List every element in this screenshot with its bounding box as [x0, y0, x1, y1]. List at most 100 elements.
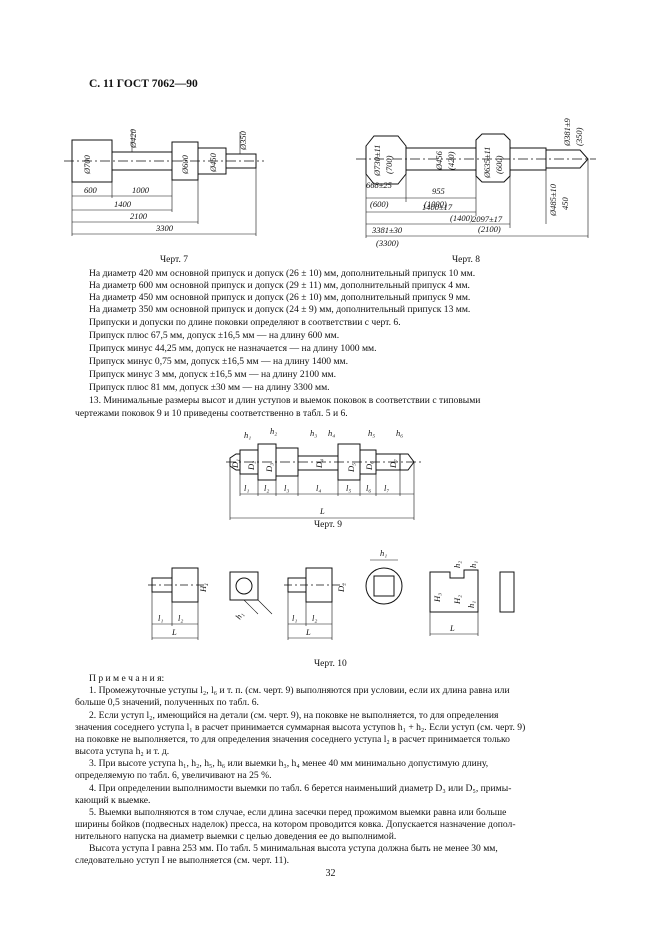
fig9-l5: l₅ [346, 483, 351, 493]
fig10-H2: H₂ [452, 595, 462, 605]
fig9-h4: h₄ [328, 428, 335, 438]
fig10-rh1: h₁ [380, 548, 387, 558]
fig10-bL: L [305, 627, 311, 637]
page-number: 32 [325, 868, 336, 879]
figure-9-drawing: h₁ h₂ h₃ h₄ h₅ h₆ D₁ D₂ D₃ D₄ D₅ D₆ D₇ l… [226, 426, 422, 520]
note-line: нительного напуска на диаметр выемки с ц… [75, 831, 397, 842]
fig7-l3300: 3300 [155, 223, 174, 233]
fig8-d635: Ø635±11 [482, 147, 492, 179]
note-line: 3. При высоте уступа h₁, h₂, h₅, h₆ или … [89, 758, 489, 769]
fig7-caption: Черт. 7 [160, 255, 188, 265]
body-line: На диаметр 420 мм основной припуск и доп… [89, 268, 476, 279]
fig10-rL: L [449, 623, 455, 633]
fig8-d485: Ø485±10 [548, 183, 558, 217]
fig9-l1: l₁ [244, 483, 249, 493]
fig10-h1: h₁ [233, 610, 245, 621]
body-line: Припуск минус 3 мм, допуск ±16,5 мм — на… [89, 369, 336, 380]
body-line: Припуск плюс 67,5 мм, допуск ±16,5 мм — … [89, 330, 340, 341]
fig8-l3381: 3381±30 [371, 225, 403, 235]
fig9-h1: h₁ [244, 430, 251, 440]
note-line: больше 0,5 значений, полученных по табл.… [75, 697, 259, 708]
fig8-l955: 955 [432, 186, 445, 196]
body-line: Припуск плюс 81 мм, допуск ±30 мм — на д… [89, 382, 330, 393]
fig10-rh2: h₂ [452, 561, 462, 568]
fig8-l1400: (1400) [450, 213, 473, 223]
body-line: Припуски и допуски по длине поковки опре… [89, 317, 401, 328]
fig9-D4: D₄ [314, 459, 324, 469]
fig9-l7: l₇ [384, 483, 389, 493]
fig10-l1: l₁ [158, 613, 163, 623]
body-line: чертежами поковок 9 и 10 приведены соотв… [75, 408, 348, 419]
fig8-l1400t: 1400±17 [422, 202, 453, 212]
fig7-d700: Ø700 [82, 154, 92, 175]
body-line: На диаметр 600 мм основной припуск и доп… [89, 280, 470, 291]
fig9-caption: Черт. 9 [314, 520, 342, 530]
fig10-hr: h₁ [466, 601, 476, 608]
fig8-d420: (420) [446, 151, 456, 170]
fig9-l4: l₄ [316, 483, 321, 493]
notes-title: П р и м е ч а н и я: [89, 673, 165, 684]
note-line: ширины бойков (подвесных наделок) пресса… [75, 819, 516, 830]
body-line: На диаметр 450 мм основной припуск и доп… [89, 292, 471, 303]
note-line: определяемую по табл. 6, увеличивают на … [75, 770, 272, 781]
fig10-l2: l₂ [178, 613, 183, 623]
figure-8-drawing: Ø730±11 (700) Ø456 (420) Ø635±11 (600) Ø… [356, 117, 596, 265]
fig10-H1: H₁ [198, 583, 208, 593]
fig9-h5: h₅ [368, 428, 375, 438]
note-line: 4. При определении выполнимости выемки п… [89, 783, 512, 794]
fig8-l2100: (2100) [478, 224, 501, 234]
note-line: 1. Промежуточные уступы l₂, l₆ и т. п. (… [89, 685, 510, 696]
fig9-l3: l₃ [284, 483, 289, 493]
page-header: С. 11 ГОСТ 7062—90 [89, 78, 198, 90]
fig8-d700: (700) [384, 155, 394, 174]
fig9-l2: l₂ [264, 483, 269, 493]
fig9-D2: D₂ [246, 461, 256, 471]
note-line: 5. Выемки выполняются в том случае, если… [89, 807, 507, 818]
fig10-b1: l₁ [292, 613, 297, 623]
fig10-caption: Черт. 10 [314, 659, 347, 669]
fig7-d600: Ø600 [180, 154, 190, 175]
fig10-L: L [171, 627, 177, 637]
fig9-L: L [319, 506, 325, 516]
fig8-l600: (600) [370, 199, 389, 209]
fig8-l668: 668±25 [366, 180, 392, 190]
note-line: Высота уступа I равна 253 мм. По табл. 5… [89, 843, 498, 854]
fig9-D7: D₇ [388, 459, 398, 469]
fig8-l2097: 2097±17 [472, 214, 503, 224]
fig8-d350: (350) [574, 127, 584, 146]
body-line: 13. Минимальные размеры высот и длин уст… [89, 395, 481, 406]
fig10-D2: D₂ [336, 583, 346, 593]
figure-10-drawing: H₁ l₁ l₂ L h₁ D₂ l₁ l₂ L h₁ H₃ H₂ h₂ h₁ … [148, 548, 515, 640]
fig7-l1400: 1400 [114, 199, 132, 209]
fig9-D6: D₆ [364, 461, 374, 471]
fig9-D1: D₁ [230, 459, 240, 469]
fig8-l1000: (1000) [424, 199, 447, 209]
fig9-h3: h₃ [310, 428, 317, 438]
figure-7-drawing: Ø700 Ø420 Ø600 Ø450 Ø350 600 1000 1400 2… [64, 128, 264, 265]
fig7-d420: Ø420 [128, 128, 138, 149]
fig7-l2100: 2100 [130, 211, 148, 221]
note-line: следовательно уступ I не выполняется (см… [75, 855, 289, 866]
note-line: кающий к выемке. [75, 795, 151, 806]
fig8-d381: Ø381±9 [562, 117, 572, 147]
fig8-d456: Ø456 [434, 150, 444, 171]
note-line: на поковке не выполняется, то для опреде… [75, 734, 510, 745]
fig9-h2: h₂ [270, 426, 277, 436]
body-line: Припуск минус 44,25 мм, допуск не назнач… [89, 343, 377, 354]
note-line: 2. Если уступ l₂, имеющийся на детали (с… [89, 710, 499, 721]
note-line: высота уступа h₂ и т. д. [75, 746, 170, 757]
fig7-d450: Ø450 [208, 152, 218, 173]
fig8-d600: (600) [494, 155, 504, 174]
fig8-caption: Черт. 8 [452, 255, 480, 265]
fig9-D5: D₅ [346, 463, 356, 473]
body-line: На диаметр 350 мм основной припуск и доп… [89, 304, 471, 315]
fig9-h6: h₆ [396, 428, 403, 438]
fig8-l450: 450 [560, 197, 570, 211]
fig9-D3: D₃ [264, 463, 274, 473]
note-line: значения соседнего уступа l₁ в расчет пр… [75, 722, 526, 733]
body-line: Припуск минус 0,75 мм, допуск ±16,5 мм —… [89, 356, 348, 367]
fig7-d350: Ø350 [238, 130, 248, 151]
fig10-b2: l₂ [312, 613, 317, 623]
fig7-l1000: 1000 [132, 185, 150, 195]
fig7-l600: 600 [84, 185, 98, 195]
